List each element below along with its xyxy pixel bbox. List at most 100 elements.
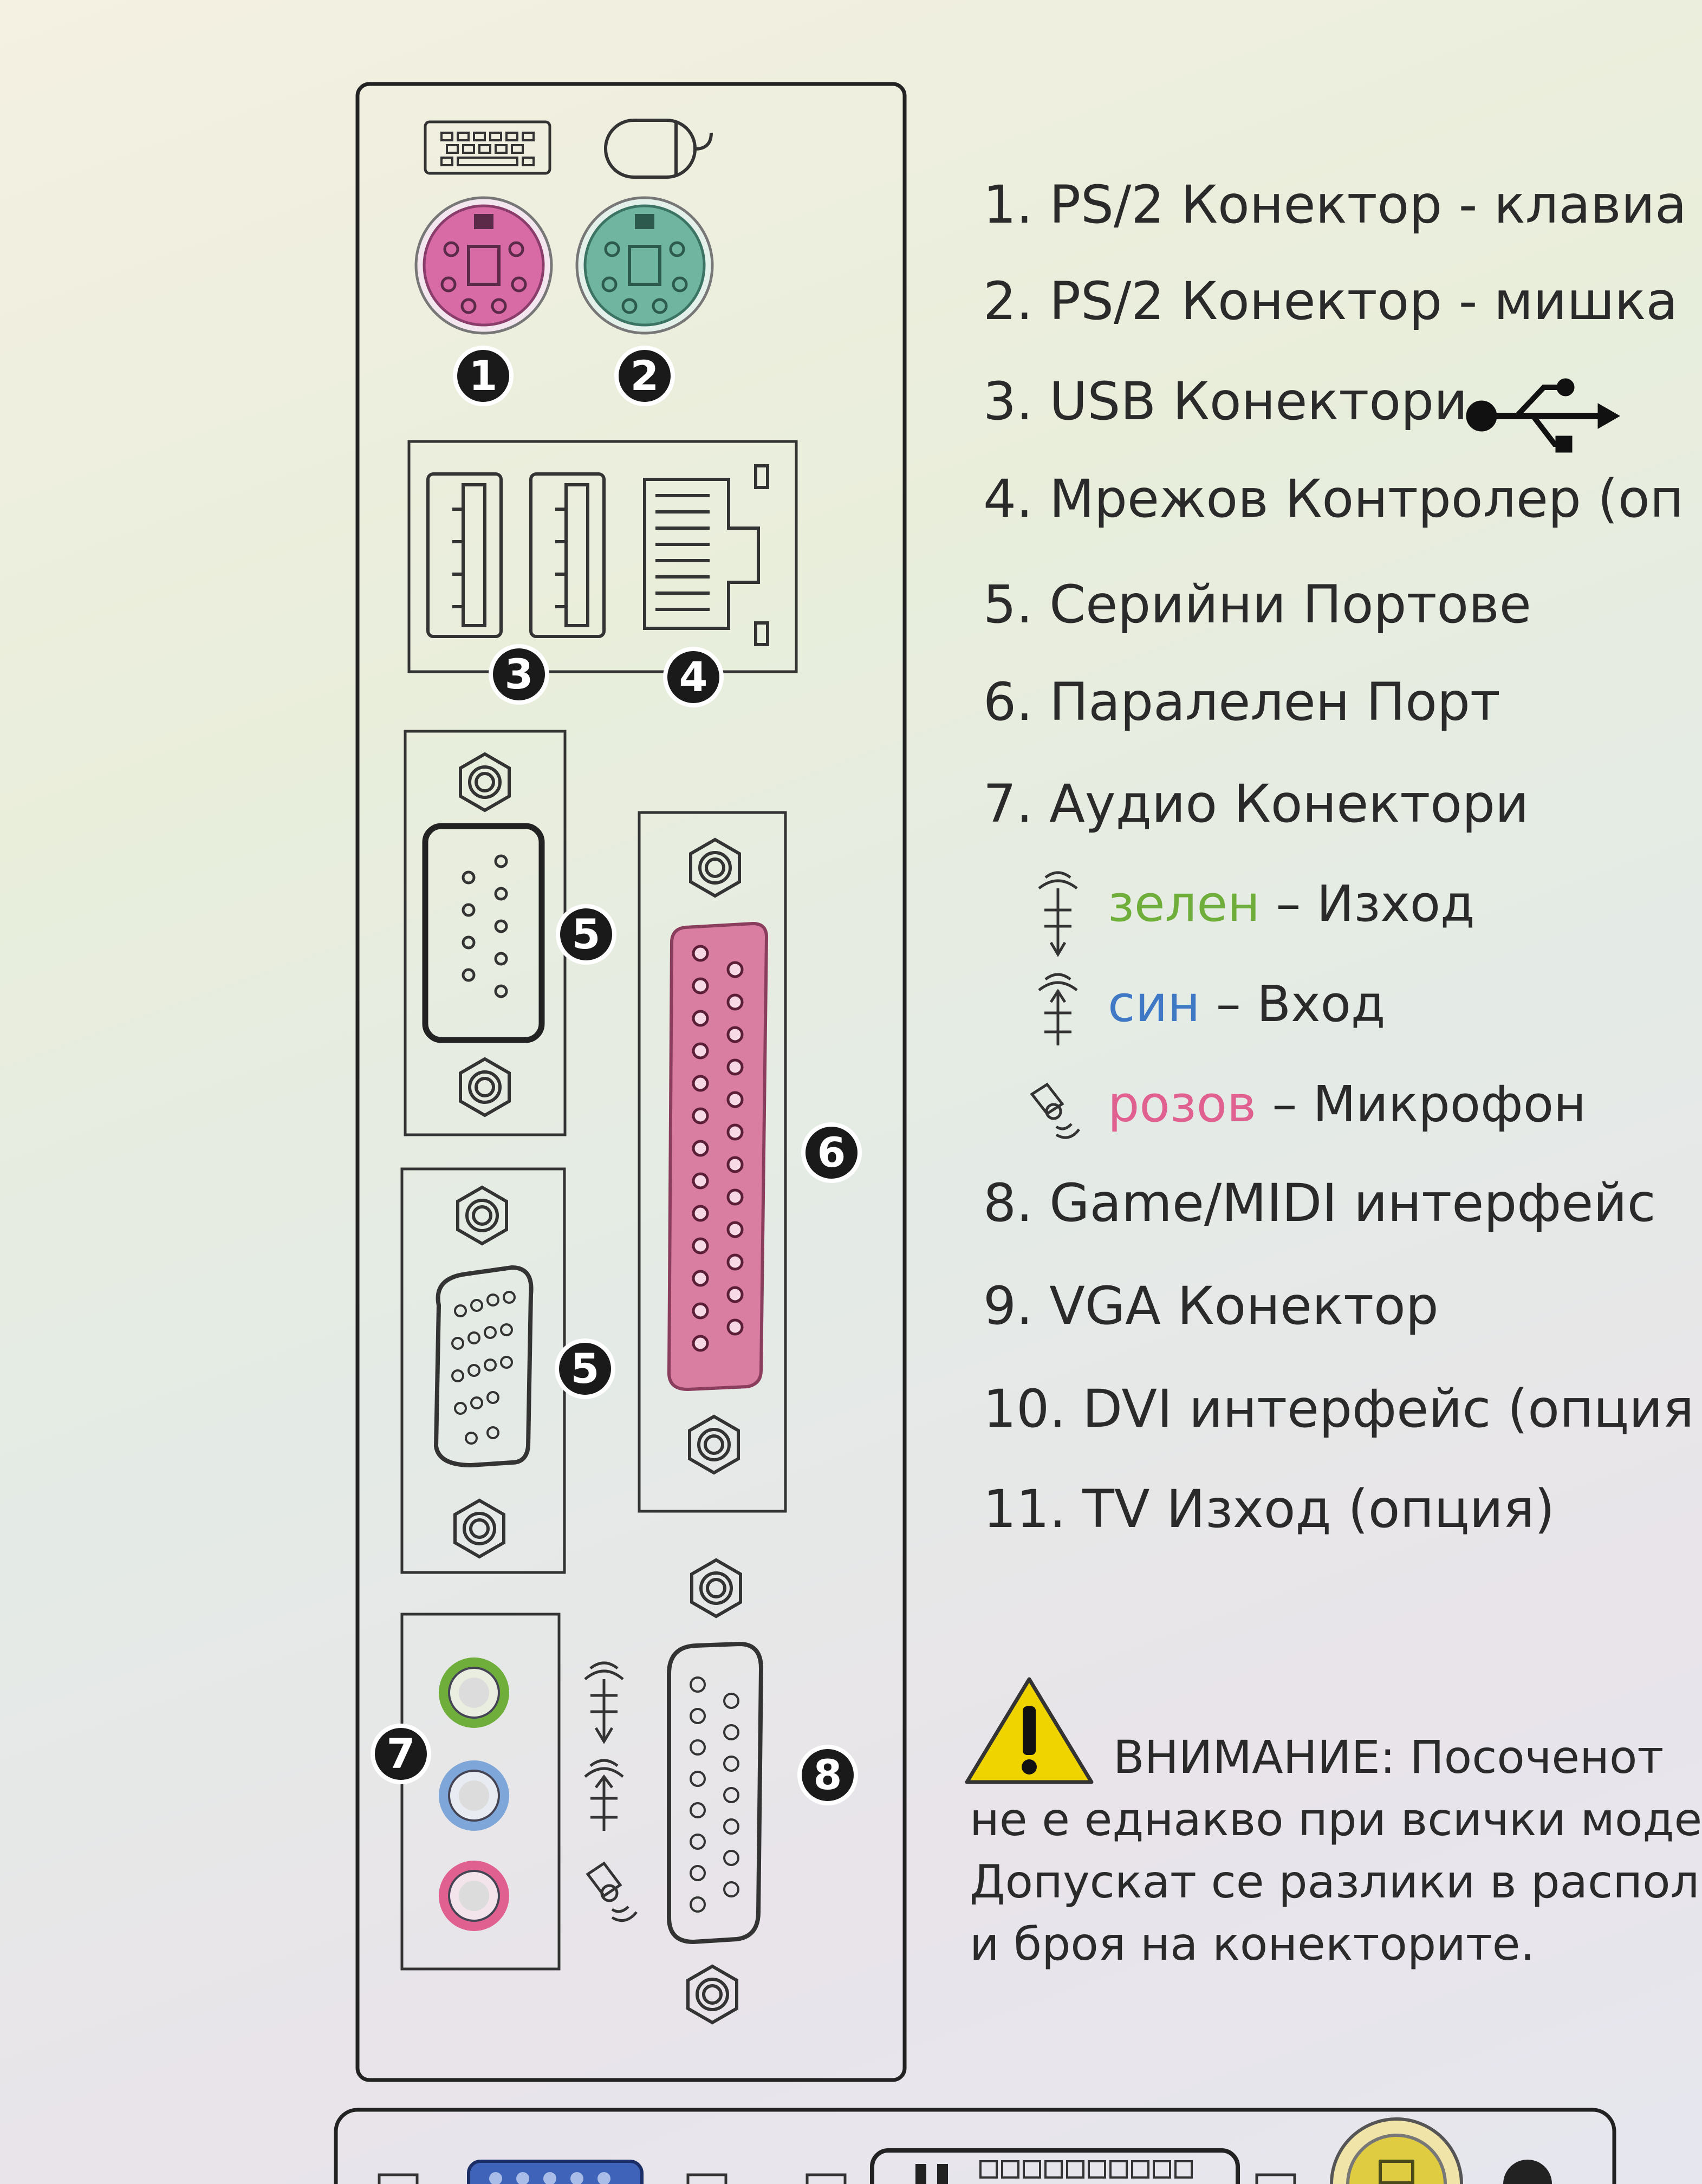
pin <box>723 1756 739 1772</box>
legend-item-1: 1. PS/2 Конектор - клавиа <box>983 174 1687 235</box>
legend-number: 1. <box>983 174 1033 235</box>
legend-number: 4. <box>983 469 1033 529</box>
audio-jack-green <box>439 1658 509 1728</box>
audio-color-word: зелен <box>1108 875 1261 933</box>
mouse-icon <box>604 119 713 179</box>
pin <box>726 1188 744 1206</box>
badge-8: 8 <box>797 1745 858 1805</box>
usb-lan-block <box>407 440 798 673</box>
svg-text:7: 7 <box>387 1730 415 1778</box>
svg-text:6: 6 <box>817 1128 846 1176</box>
io-panel-diagram: 1 2 3 4 5 6 5 7 8 <box>334 82 1621 2184</box>
pin <box>692 1140 709 1157</box>
pin <box>723 1693 739 1709</box>
svg-text:8: 8 <box>814 1751 842 1799</box>
pin <box>690 1771 706 1787</box>
badge-6: 6 <box>801 1122 862 1183</box>
microphone-icon <box>586 1861 638 1922</box>
screw-nut <box>689 837 741 898</box>
legend-number: 9. <box>983 1276 1033 1336</box>
pin <box>723 1724 739 1740</box>
legend-text: TV Изход (опция) <box>1082 1479 1555 1539</box>
legend-text: DVI интерфейс (опция <box>1082 1379 1694 1439</box>
pin <box>690 1896 706 1913</box>
badge-5-vga: 5 <box>555 1338 615 1399</box>
badge-7: 7 <box>371 1724 431 1784</box>
audio-out-icon <box>584 1661 624 1744</box>
usb-port-1 <box>426 472 503 638</box>
ps2-keyboard-port <box>414 196 553 335</box>
pin <box>692 977 709 994</box>
pin <box>726 1286 744 1303</box>
legend-item-5: 5. Серийни Портове <box>983 574 1531 635</box>
pin <box>723 1787 739 1803</box>
screw-nut <box>688 1414 740 1475</box>
parallel-port-db25 <box>667 921 769 1392</box>
pin <box>692 1335 709 1352</box>
screw-nut <box>459 752 511 812</box>
legend-text: Мрежов Контролер (оп <box>1049 469 1684 529</box>
svg-text:4: 4 <box>679 653 708 701</box>
pin <box>692 1270 709 1287</box>
audio-desc: – Микрофон <box>1272 1075 1587 1133</box>
legend-item-8: 8. Game/MIDI интерфейс <box>983 1173 1656 1233</box>
warning-title: ВНИМАНИЕ: Посоченот <box>1113 1731 1664 1784</box>
audio-jack-blue <box>439 1760 509 1831</box>
badge-2: 2 <box>614 346 675 406</box>
audio-color-word: розов <box>1108 1075 1257 1133</box>
audio-legend-mic: розов – Микрофон <box>1108 1075 1586 1133</box>
bottom-io-panel <box>334 2108 1616 2184</box>
pin <box>726 961 744 978</box>
screw-nut <box>690 1558 742 1618</box>
pin <box>690 1739 706 1756</box>
pin <box>726 993 744 1011</box>
legend-text: Серийни Портове <box>1049 574 1531 635</box>
badge-4: 4 <box>663 647 724 707</box>
pin <box>690 1708 706 1724</box>
pin <box>692 1237 709 1254</box>
legend-number: 8. <box>983 1173 1033 1233</box>
pin <box>692 1010 709 1027</box>
legend-text: USB Конектори <box>1049 371 1468 432</box>
keyboard-icon <box>424 120 551 175</box>
legend-text: Game/MIDI интерфейс <box>1049 1173 1656 1233</box>
legend-number: 6. <box>983 672 1033 732</box>
screw-nut <box>686 1964 738 2025</box>
warning-line: Допускат се разлики в распол <box>970 1855 1700 1908</box>
audio-legend-in: син – Вход <box>1108 975 1385 1033</box>
legend-text: Паралелен Порт <box>1049 672 1500 732</box>
manual-page: 1 2 3 4 5 6 5 7 8 <box>334 82 1702 2184</box>
legend-number: 3. <box>983 371 1033 432</box>
pin <box>690 1834 706 1850</box>
pin <box>726 1156 744 1173</box>
svg-text:5: 5 <box>571 1344 600 1393</box>
pin <box>726 1026 744 1043</box>
pin <box>690 1802 706 1818</box>
legend-text: Аудио Конектори <box>1049 774 1529 834</box>
legend-item-7: 7. Аудио Конектори <box>983 774 1529 834</box>
pin <box>692 945 709 962</box>
pin <box>692 1042 709 1060</box>
pin <box>726 1318 744 1336</box>
pin <box>726 1221 744 1238</box>
badge-1: 1 <box>453 346 514 406</box>
screw-nut <box>459 1057 511 1117</box>
legend-item-10: 10. DVI интерфейс (опция <box>983 1379 1694 1439</box>
audio-out-icon <box>1038 871 1078 957</box>
legend-number: 7. <box>983 774 1033 834</box>
legend-number: 2. <box>983 271 1033 332</box>
microphone-icon <box>1030 1082 1080 1139</box>
svg-text:5: 5 <box>572 910 601 958</box>
legend-item-2: 2. PS/2 Конектор - мишка <box>983 271 1678 332</box>
legend-item-3: 3. USB Конектори <box>983 371 1467 432</box>
pin <box>690 1676 706 1693</box>
legend-number: 11. <box>983 1479 1066 1539</box>
pin <box>692 1205 709 1222</box>
pin <box>723 1881 739 1897</box>
lan-port <box>643 464 769 646</box>
warning-line: и броя на конекторите. <box>970 1917 1535 1971</box>
parallel-port-block <box>638 811 787 1513</box>
game-midi-port-db15 <box>667 1641 764 1945</box>
legend-text: PS/2 Конектор - клавиа <box>1049 174 1687 235</box>
legend-item-4: 4. Мрежов Контролер (оп <box>983 469 1684 529</box>
